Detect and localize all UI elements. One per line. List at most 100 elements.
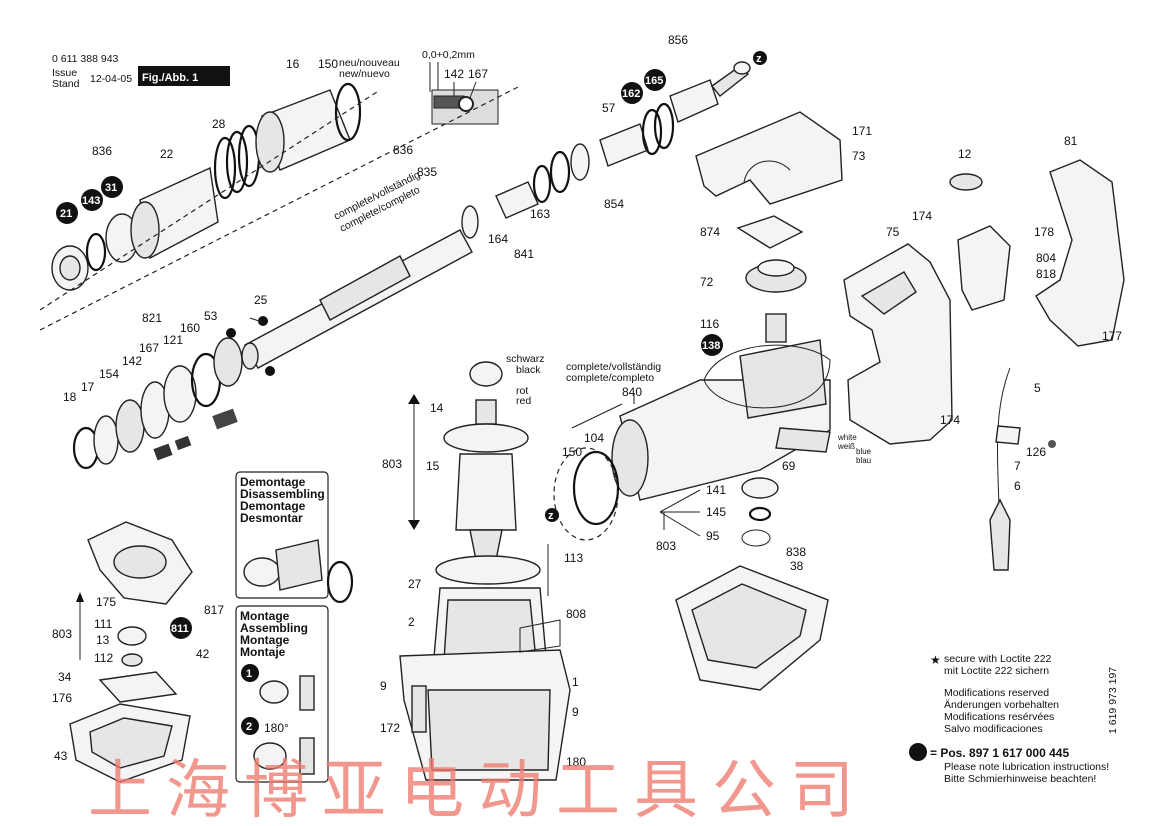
svg-text:811: 811 bbox=[171, 623, 189, 635]
label-163: 163 bbox=[530, 207, 550, 221]
svg-text:z: z bbox=[756, 53, 762, 65]
label-172: 172 bbox=[380, 721, 400, 735]
clutch-labels: 821 53 160 167 121 142 154 17 18 bbox=[63, 309, 236, 404]
label-803c: 803 bbox=[52, 627, 72, 641]
label-6: 6 bbox=[1014, 479, 1021, 493]
armature-assembly bbox=[408, 361, 541, 585]
stator-housing bbox=[399, 587, 571, 781]
label-72: 72 bbox=[700, 275, 714, 289]
watermark-text: 上海博亚电动工具公司 bbox=[88, 754, 868, 826]
complete-label-2a: complete/vollständig bbox=[566, 361, 661, 373]
fig-label-box bbox=[138, 66, 230, 86]
label-840: 840 bbox=[622, 385, 642, 399]
label-112: 112 bbox=[94, 651, 113, 665]
tolerance-label: 0,0+0,2mm bbox=[422, 49, 475, 61]
label-167b: 167 bbox=[139, 341, 159, 355]
label-150: 150 bbox=[318, 57, 338, 71]
disassembly-title-de: Demontage bbox=[240, 475, 306, 489]
stand-label: Stand bbox=[52, 78, 80, 90]
lubrication-note-de: Bitte Schmierhinweise beachten! bbox=[944, 773, 1096, 785]
label-180: 180 bbox=[566, 755, 586, 769]
white-label: white bbox=[837, 433, 857, 442]
label-154: 154 bbox=[99, 367, 119, 381]
label-27: 27 bbox=[408, 577, 422, 591]
label-808: 808 bbox=[566, 607, 586, 621]
label-17: 17 bbox=[81, 380, 95, 394]
label-25: 25 bbox=[254, 293, 268, 307]
issue-label: Issue bbox=[52, 67, 77, 79]
assembly-title-en: Assembling bbox=[240, 621, 308, 635]
weiss-label: weiß bbox=[837, 442, 855, 451]
label-15: 15 bbox=[426, 459, 440, 473]
label-81: 81 bbox=[1064, 134, 1078, 148]
label-804: 804 bbox=[1036, 251, 1056, 265]
issue-date: 12-04-05 bbox=[90, 73, 132, 85]
label-817: 817 bbox=[204, 603, 224, 617]
crank-housing bbox=[553, 339, 831, 547]
label-34: 34 bbox=[58, 670, 72, 684]
blue-label: blue bbox=[856, 447, 872, 456]
label-174b: 174 bbox=[940, 413, 960, 427]
bottom-cover: 838 38 bbox=[675, 545, 829, 691]
circle-21: 21 bbox=[56, 202, 78, 224]
disassembly-title-es: Desmontar bbox=[240, 511, 303, 525]
label-141: 141 bbox=[706, 483, 726, 497]
label-177: 177 bbox=[1102, 329, 1122, 343]
label-164: 164 bbox=[488, 232, 508, 246]
circle-143: 143 bbox=[81, 189, 103, 211]
circle-31: 31 bbox=[101, 176, 123, 198]
label-836: 836 bbox=[92, 144, 112, 158]
label-835: 835 bbox=[417, 165, 437, 179]
label-160: 160 bbox=[180, 321, 200, 335]
label-175: 175 bbox=[96, 595, 116, 609]
armature-labels: schwarz black rot red 14 803 15 27 113 bbox=[382, 353, 583, 596]
label-126: 126 bbox=[1026, 445, 1046, 459]
label-13: 13 bbox=[96, 633, 110, 647]
svg-text:z: z bbox=[548, 510, 554, 522]
assembly-title-de: Montage bbox=[240, 609, 290, 623]
label-9b: 9 bbox=[572, 705, 579, 719]
label-22: 22 bbox=[160, 147, 174, 161]
label-14: 14 bbox=[430, 401, 444, 415]
loctite-note-de: mit Loctite 222 sichern bbox=[944, 665, 1049, 677]
label-150b: 150 bbox=[562, 445, 582, 459]
label-176: 176 bbox=[52, 691, 72, 705]
label-73: 73 bbox=[852, 149, 866, 163]
label-2: 2 bbox=[408, 615, 415, 629]
label-16: 16 bbox=[286, 57, 300, 71]
handle-assembly bbox=[843, 159, 1125, 571]
svg-text:162: 162 bbox=[622, 88, 640, 100]
label-43: 43 bbox=[54, 749, 68, 763]
label-113: 113 bbox=[564, 551, 583, 565]
rotation-angle: 180° bbox=[264, 721, 289, 735]
label-104: 104 bbox=[584, 431, 604, 445]
spindle-assembly bbox=[241, 61, 751, 376]
label-167: 167 bbox=[468, 67, 488, 81]
schwarz-label: schwarz bbox=[506, 353, 545, 365]
label-38: 38 bbox=[790, 559, 804, 573]
label-53: 53 bbox=[204, 309, 218, 323]
blau-label: blau bbox=[856, 456, 871, 465]
complete-label-2b: complete/completo bbox=[566, 372, 654, 384]
label-1: 1 bbox=[572, 675, 579, 689]
label-178: 178 bbox=[1034, 225, 1054, 239]
tolerance-detail: 0,0+0,2mm 142 167 bbox=[422, 49, 499, 125]
new-label-2: new/nuevo bbox=[339, 68, 390, 80]
svg-text:138: 138 bbox=[702, 340, 720, 352]
label-7: 7 bbox=[1014, 459, 1021, 473]
pos-line: = Pos. 897 1 617 000 445 bbox=[930, 746, 1069, 760]
label-75: 75 bbox=[886, 225, 900, 239]
label-856: 856 bbox=[668, 33, 688, 47]
circle-z-top: z bbox=[753, 51, 767, 65]
mod-note-de: Änderungen vorbehalten bbox=[944, 699, 1059, 711]
label-42: 42 bbox=[196, 647, 210, 661]
label-838: 838 bbox=[786, 545, 806, 559]
mod-note-en: Modifications reserved bbox=[944, 687, 1049, 699]
label-142b: 142 bbox=[122, 354, 142, 368]
barrel-assembly bbox=[39, 82, 381, 311]
label-57: 57 bbox=[602, 101, 616, 115]
disassembly-title-en: Disassembling bbox=[240, 487, 325, 501]
label-803b: 803 bbox=[656, 539, 676, 553]
side-code: 1 619 973 197 bbox=[1107, 667, 1119, 734]
crank-labels: complete/vollständig complete/completo 8… bbox=[562, 361, 796, 553]
